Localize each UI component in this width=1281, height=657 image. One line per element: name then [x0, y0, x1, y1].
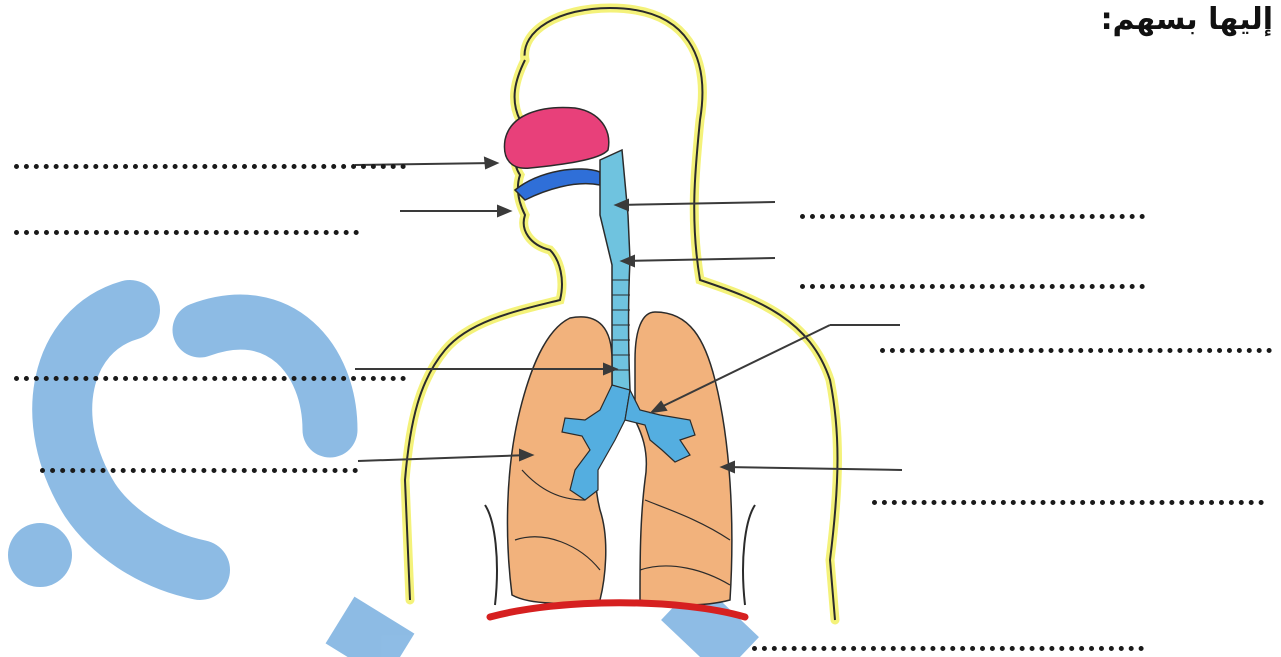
label-blank-diaphragm[interactable]: [752, 630, 1144, 651]
label-blank-left-lung[interactable]: [872, 484, 1264, 505]
label-blank-trachea[interactable]: [14, 360, 406, 381]
oral-cavity: [515, 169, 600, 200]
label-blank-mouth[interactable]: [14, 214, 359, 235]
label-blank-nose[interactable]: [14, 148, 406, 169]
instruction-text: إليها بسهم:: [1101, 0, 1273, 40]
label-blank-right-lung[interactable]: [40, 452, 358, 473]
label-blank-larynx[interactable]: [800, 268, 1145, 289]
label-blank-bronchi[interactable]: [880, 332, 1272, 353]
label-blank-pharynx[interactable]: [800, 198, 1145, 219]
